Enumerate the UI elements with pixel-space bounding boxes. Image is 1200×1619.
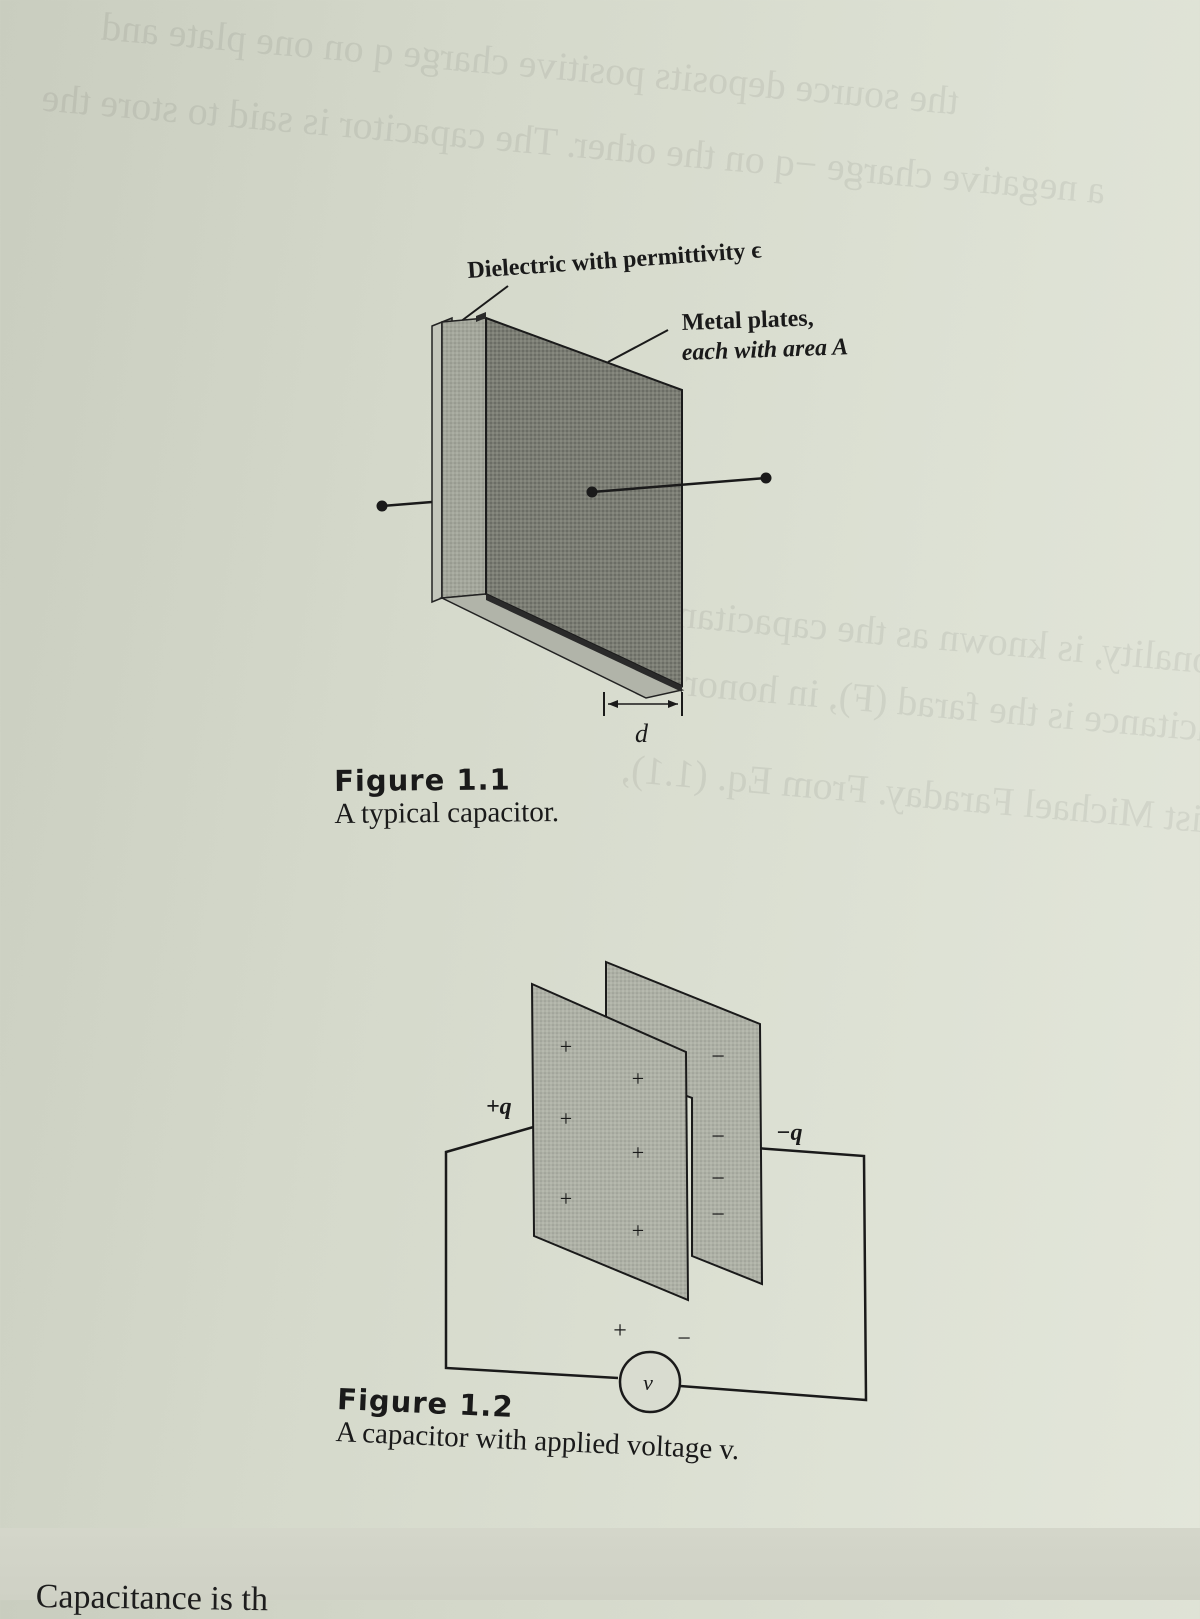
plus-q-label: +q [486,1094,512,1120]
plus-sign: + [632,1218,644,1243]
minus-sign: − [711,1124,725,1150]
left-terminal-lead [381,500,433,508]
figure-1-1-description: A typical capacitor. [334,796,560,830]
page-footer-text: Capacitance is th [35,1578,269,1619]
metal-plates-leader-line [607,329,669,363]
minus-sign: − [711,1166,725,1192]
dielectric-leader-line [459,285,509,323]
front-plate [476,312,683,692]
minus-q-label: −q [776,1120,803,1146]
next-page-strip [0,1528,1200,1600]
minus-sign: − [711,1202,725,1228]
figure-1-1-diagram: Dielectric with permittivity ϵ Metal pla… [376,237,849,748]
minus-sign: − [711,1044,725,1070]
right-terminal-lead [591,476,767,494]
distance-label: d [635,719,649,748]
plus-sign: + [560,1034,572,1059]
dielectric-slab [439,317,685,699]
dielectric-label: Dielectric with permittivity ϵ [467,237,763,283]
metal-plates-label-line2: each with area A [681,334,848,366]
right-circuit-wire [679,1146,868,1402]
plus-sign: + [560,1186,572,1211]
voltage-source-label: v [643,1370,653,1395]
plus-sign: + [632,1140,644,1165]
figure-1-1-caption: Figure 1.1 A typical capacitor. [334,762,559,831]
bleed-through-text: English physicist Michael Faraday. From … [619,745,1200,861]
source-plus-terminal: + [613,1318,627,1344]
figure-1-2-diagram: + + + + + + − − − − +q −q v + − [444,960,868,1414]
right-terminal-dot-inner [586,486,598,498]
left-terminal-dot [376,500,388,512]
left-circuit-wire [444,1122,619,1380]
voltage-source-circle [618,1350,682,1414]
source-minus-terminal: − [677,1326,691,1352]
positive-plate [530,982,690,1302]
plus-sign: + [560,1106,572,1131]
figure-1-1-number: Figure 1.1 [334,762,511,798]
right-terminal-dot-outer [760,472,772,484]
distance-marker [603,692,683,716]
plus-sign: + [632,1066,644,1091]
metal-plates-label-line1: Metal plates, [681,305,814,336]
